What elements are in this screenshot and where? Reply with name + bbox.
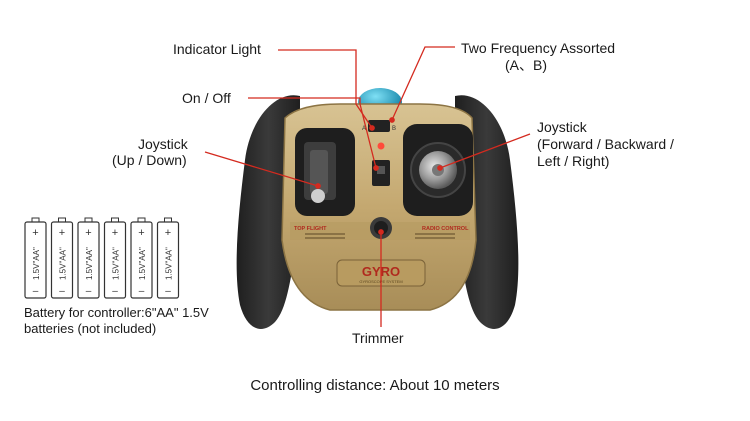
battery-cell-label: 1.5V"AA"	[59, 247, 68, 280]
battery-cell: +1.5V"AA" –	[50, 217, 74, 299]
callout-on-off	[248, 97, 361, 104]
svg-text:–: –	[86, 286, 92, 297]
frequency-mark-a: A	[362, 126, 366, 132]
svg-text:–: –	[139, 286, 145, 297]
battery-cell-label: 1.5V"AA"	[85, 247, 94, 280]
frequency-mark-b: B	[392, 126, 396, 132]
svg-text:+: +	[32, 227, 38, 239]
svg-text:+: +	[138, 227, 144, 239]
svg-text:+: +	[59, 227, 65, 239]
callout-lines	[204, 46, 531, 327]
battery-note: Battery for controller:6"AA" 1.5V batter…	[24, 305, 209, 337]
battery-cell: +1.5V"AA" –	[77, 217, 100, 299]
callout-frequency	[391, 46, 455, 121]
left-joystick	[295, 128, 355, 216]
indicator-light-label: Indicator Light	[173, 41, 261, 57]
joystick-right-line2: (Forward / Backward /	[537, 136, 674, 152]
svg-text:–: –	[33, 286, 39, 297]
svg-text:+: +	[112, 227, 118, 239]
battery-group: +1.5V"AA" – +1.5V"AA" – +1.5V"AA" – +1.5V"AA" –…	[24, 217, 180, 299]
radio-control-text: RADIO CONTROL	[422, 226, 469, 232]
callout-indicator	[278, 49, 373, 129]
battery-cell: +1.5V"AA" –	[156, 217, 180, 299]
battery-cell: +1.5V"AA" –	[130, 217, 153, 299]
callout-joystick-left	[204, 151, 319, 187]
on-off-label: On / Off	[182, 90, 231, 106]
callout-joystick-right	[439, 133, 531, 169]
svg-text:–: –	[165, 286, 171, 297]
frequency-label: Two Frequency Assorted	[461, 40, 616, 56]
battery-cell-label: 1.5V"AA"	[112, 247, 121, 280]
joystick-right-title: Joystick	[537, 119, 587, 135]
svg-text:+: +	[85, 227, 91, 239]
indicator-led	[377, 142, 385, 150]
trimmer-label: Trimmer	[352, 330, 404, 346]
joystick-right-line3: Left / Right)	[537, 153, 610, 169]
battery-cell-label: 1.5V"AA"	[138, 247, 147, 280]
brand-text: TOP FLIGHT	[294, 226, 327, 232]
battery-cell-label: 1.5V"AA"	[165, 247, 174, 280]
trimmer-knob	[370, 217, 392, 239]
battery-note-line2: batteries (not included)	[24, 321, 157, 336]
battery-note-line1: Battery for controller:6"AA" 1.5V	[24, 305, 209, 320]
svg-text:–: –	[112, 286, 118, 297]
joystick-left-title: Joystick	[138, 136, 188, 152]
svg-text:+: +	[165, 227, 171, 239]
battery-cell: +1.5V"AA" –	[24, 217, 47, 299]
battery-cell-label: 1.5V"AA"	[32, 247, 41, 280]
frequency-sublabel: (A、B)	[505, 57, 547, 73]
joystick-left-subtitle: (Up / Down)	[112, 152, 187, 168]
svg-text:–: –	[59, 286, 65, 297]
controlling-distance: Controlling distance: About 10 meters	[250, 377, 500, 394]
battery-cell: +1.5V"AA" –	[103, 217, 127, 299]
